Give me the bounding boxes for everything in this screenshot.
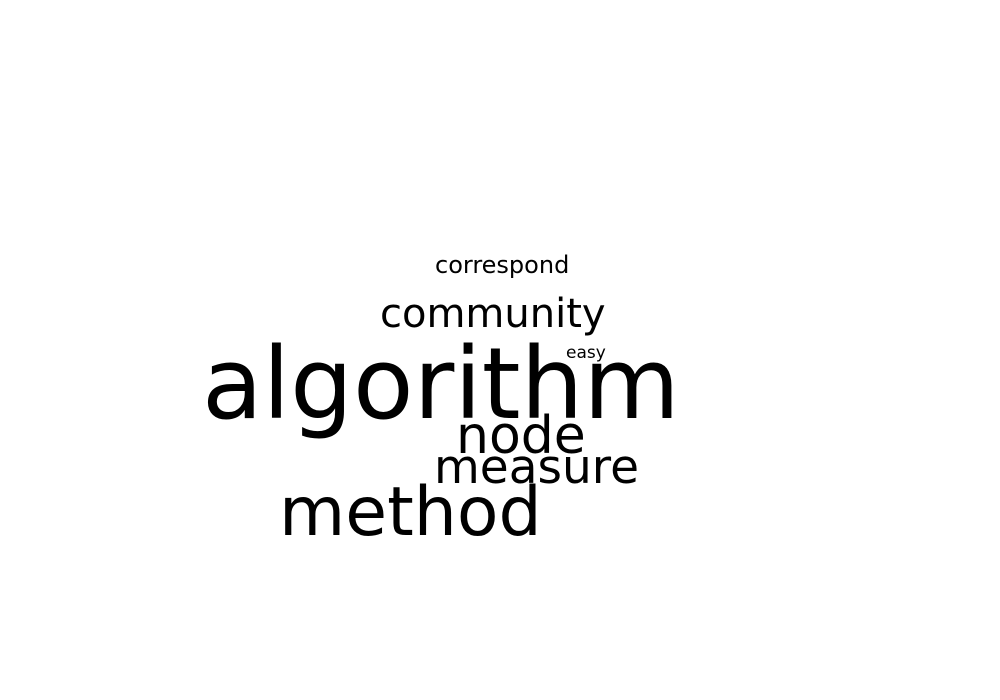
word-community: community: [380, 291, 606, 337]
word-easy: easy: [566, 343, 606, 363]
word-correspond: correspond: [435, 251, 570, 279]
word-measure: measure: [434, 440, 639, 495]
word-node: node: [456, 406, 586, 466]
word-algorithm: algorithm: [202, 327, 680, 442]
word-method: method: [279, 473, 542, 552]
